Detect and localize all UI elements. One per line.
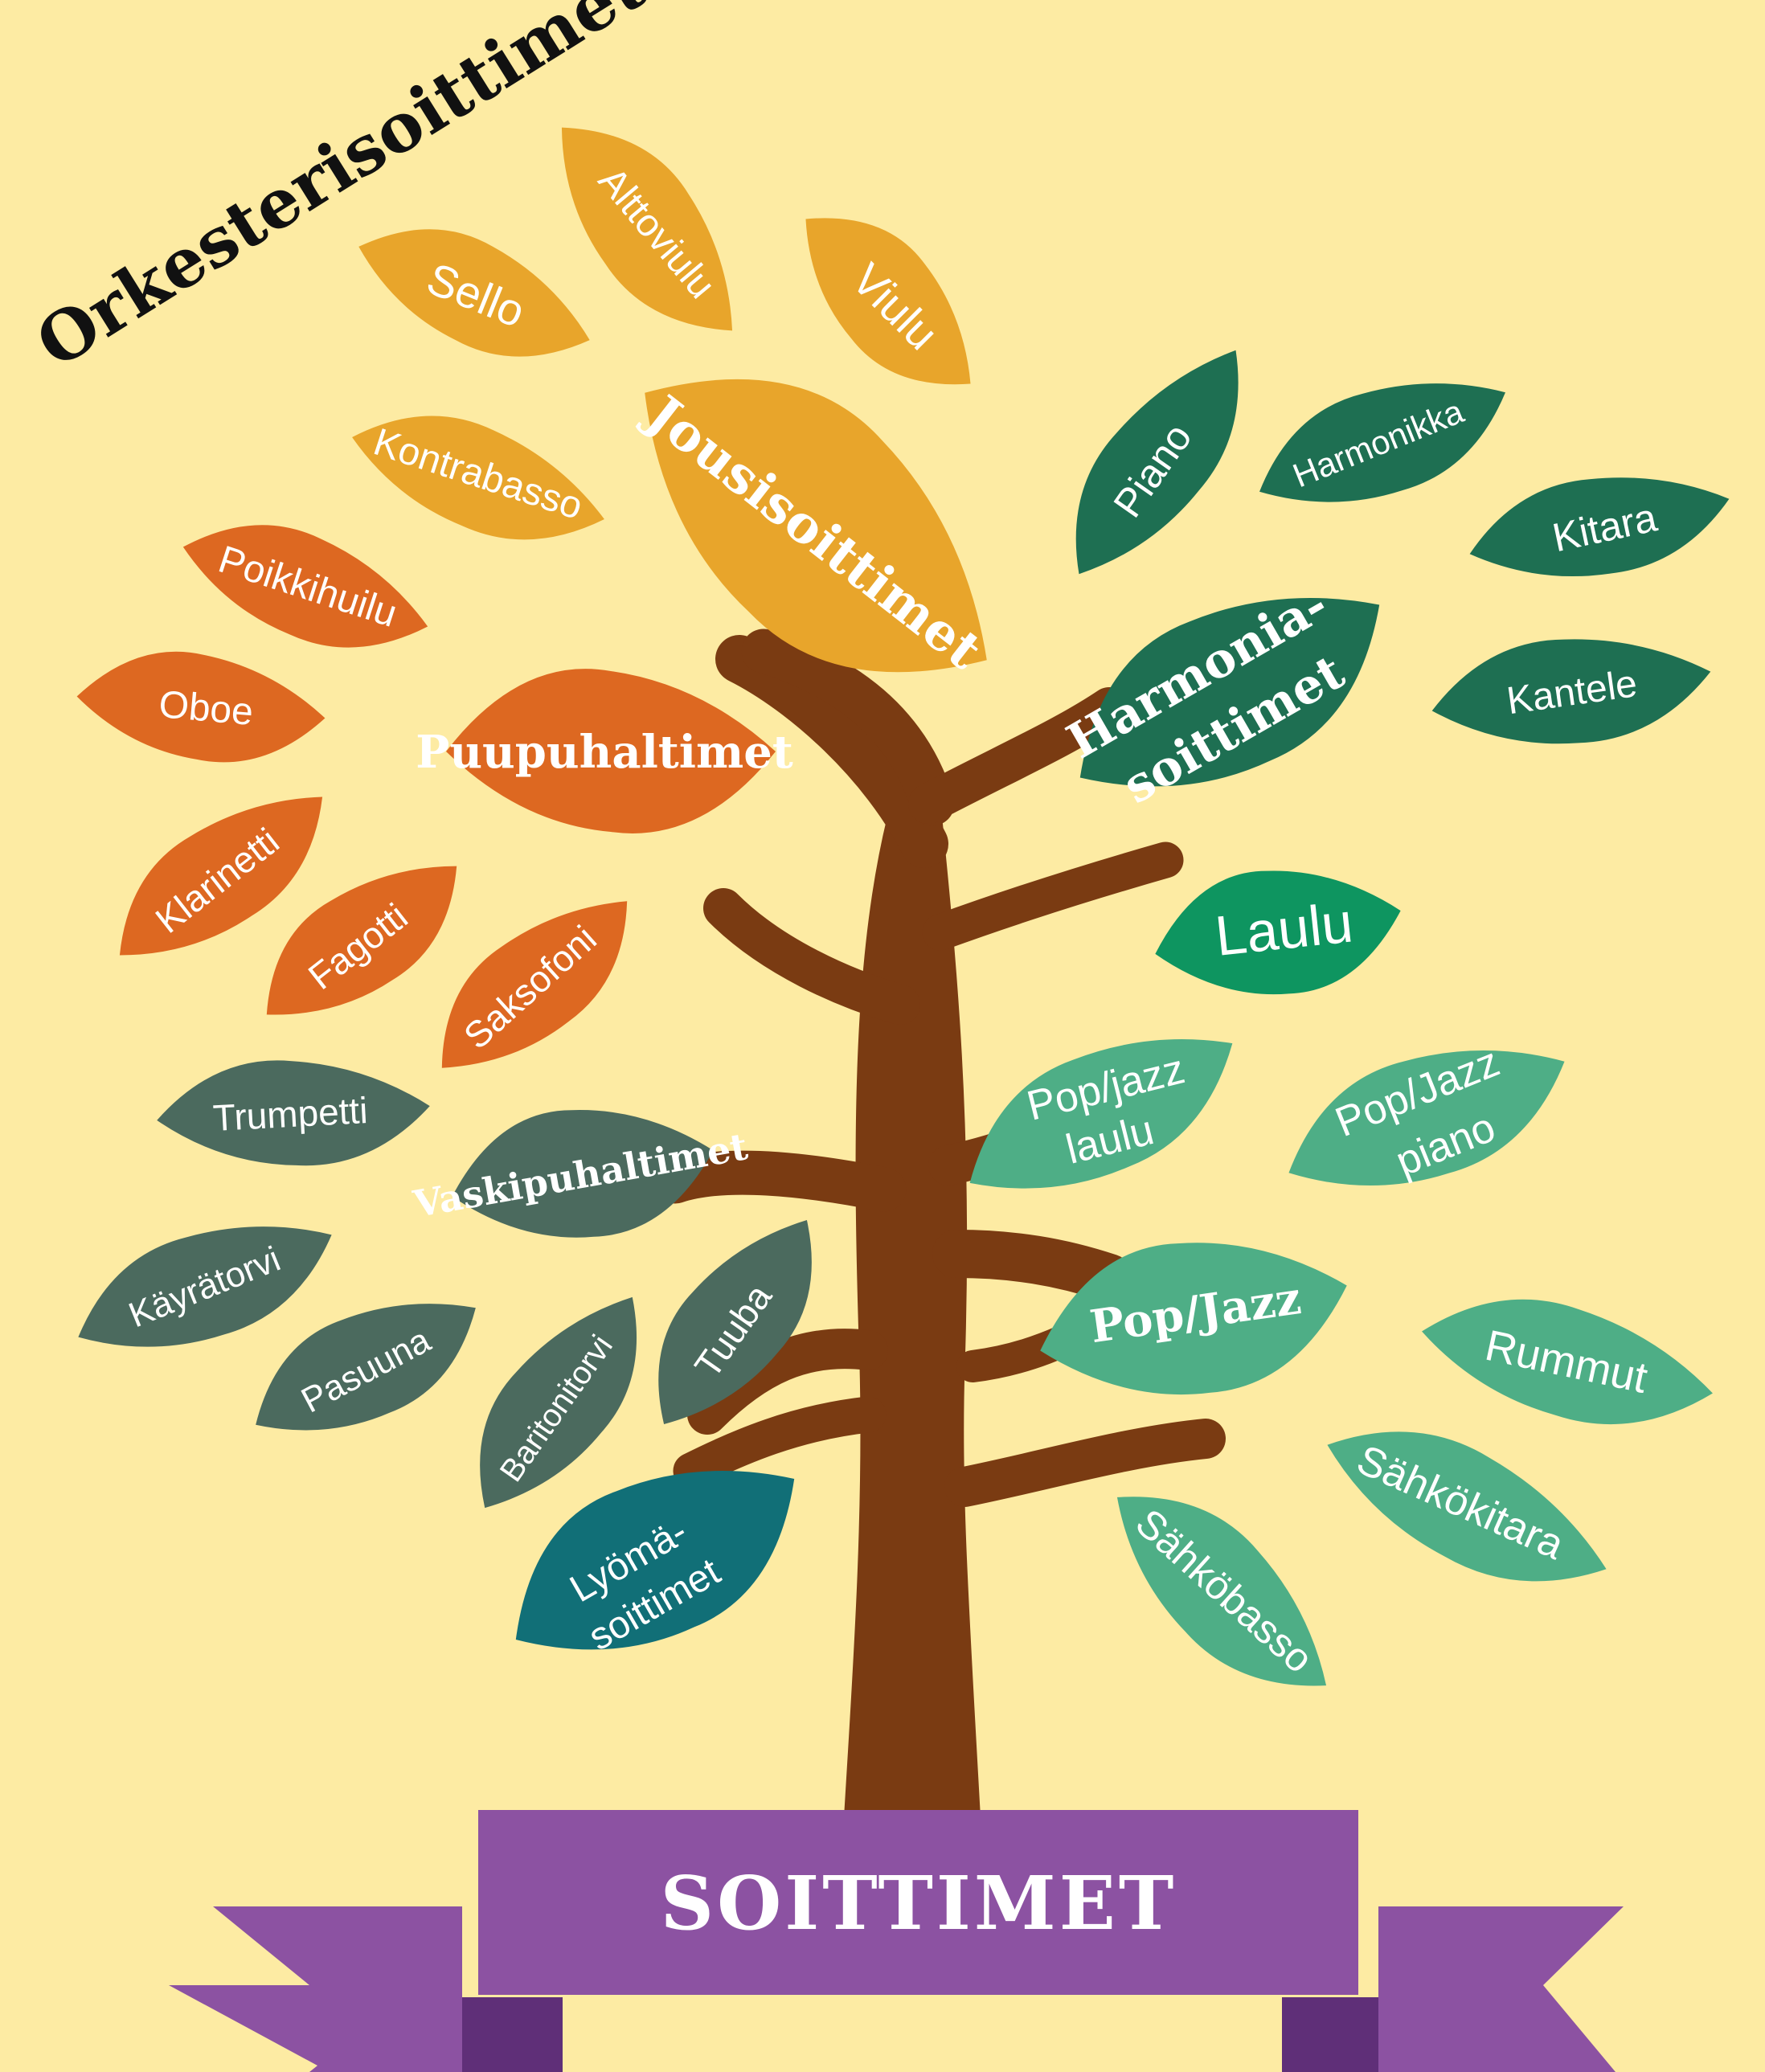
instrument-oboe: Oboe xyxy=(158,683,256,734)
banner-left-tail xyxy=(169,1906,462,2072)
banner-right-fold xyxy=(1282,1997,1378,2072)
banner-left-fold xyxy=(462,1997,563,2072)
banner: SOITTIMET xyxy=(169,1810,1624,2072)
instrument-trumpetti: Trumpetti xyxy=(212,1089,369,1139)
category-popjazz: Pop/jazz laulu Pop/Jazz piano Pop/Jazz R… xyxy=(940,989,1725,1727)
category-laulu: Laulu xyxy=(1144,847,1412,1017)
category-lyomasoittimet: Lyömä- soittimet xyxy=(475,1409,834,1710)
category-label-puupuhaltimet: Puupuhaltimet xyxy=(416,726,793,779)
category-label-laulu: Laulu xyxy=(1212,891,1355,967)
banner-right-tail xyxy=(1378,1906,1624,2072)
banner-label: SOITTIMET xyxy=(661,1860,1177,1947)
banner-band xyxy=(478,1810,1358,1995)
